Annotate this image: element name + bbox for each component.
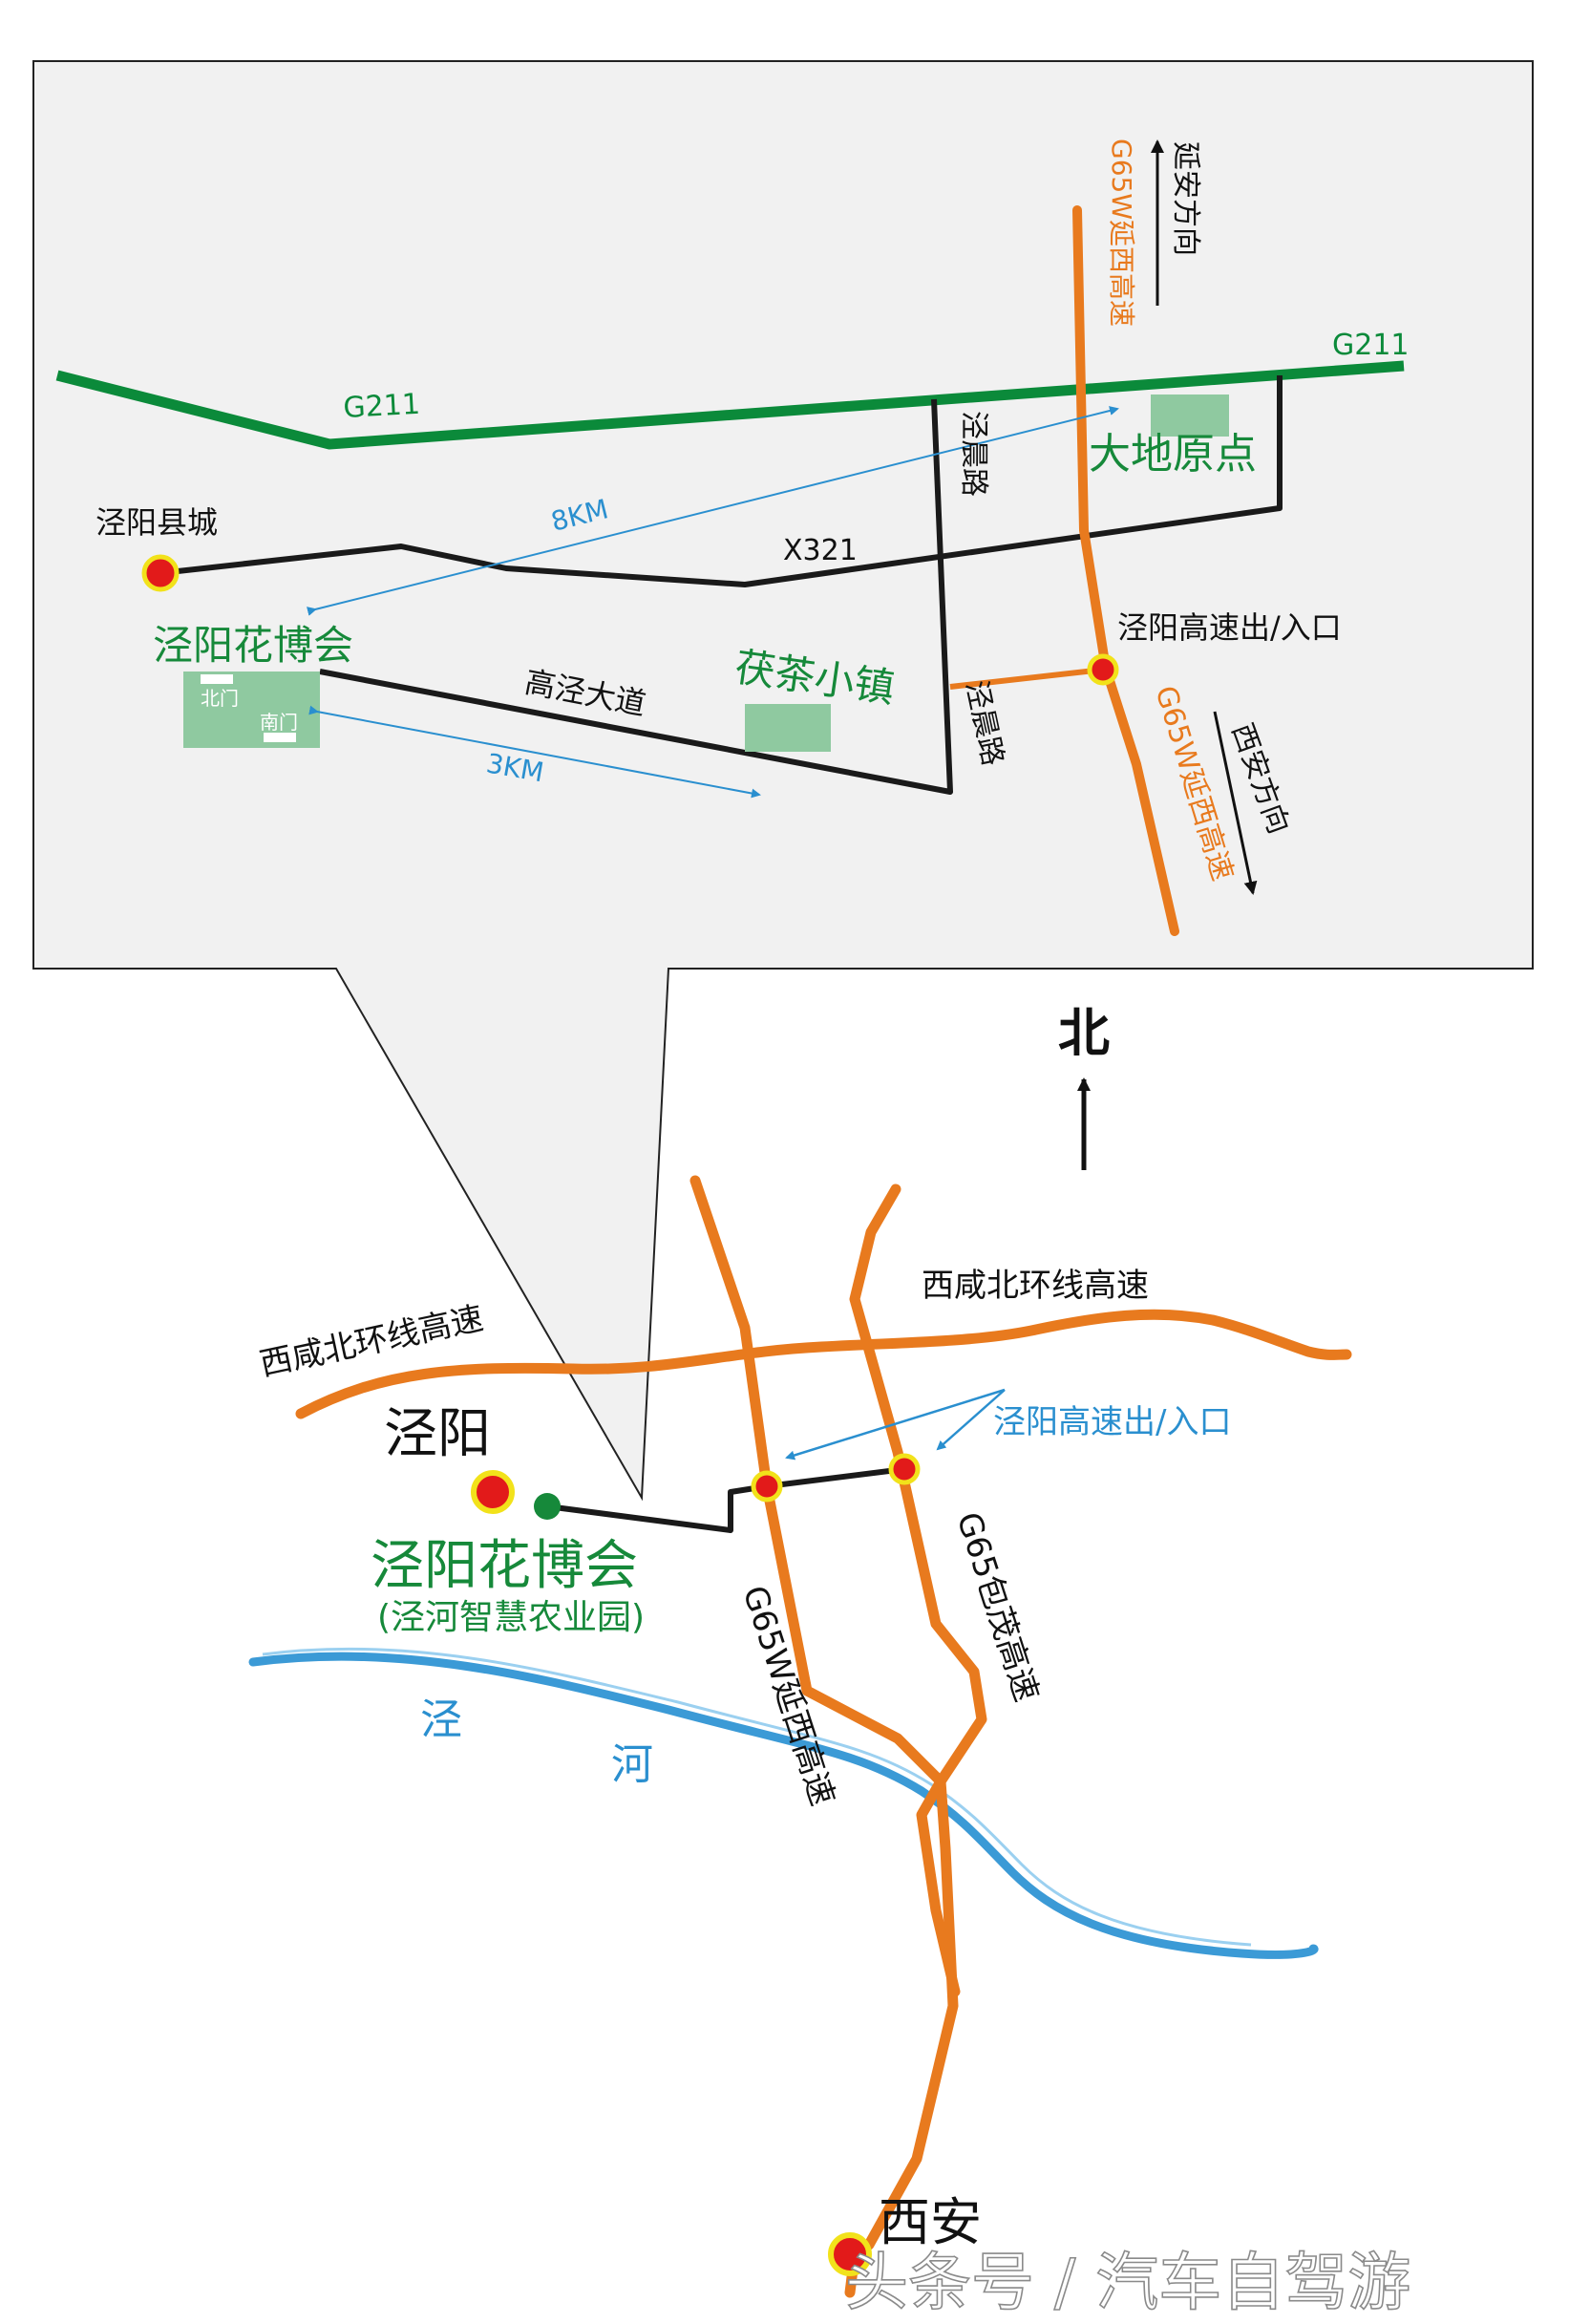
river-label-he: 河 — [611, 1740, 653, 1789]
g65-label: G65包茂高速 — [948, 1507, 1046, 1706]
xian-direction-arrow — [1213, 711, 1258, 895]
exits-label: 泾阳高速出/入口 — [993, 1403, 1231, 1441]
expo-sub-label: (泾河智慧农业园) — [377, 1598, 645, 1637]
jingyang-county-marker — [141, 554, 180, 592]
north-gate-marker — [201, 674, 233, 684]
north-label: 北 — [1058, 1003, 1110, 1063]
watermark: 头条号 / 汽车自驾游 — [845, 2246, 1410, 2319]
ring-expressway — [295, 1309, 1352, 1419]
flower-expo-label: 泾阳花博会 — [153, 622, 353, 669]
g211-left-label: G211 — [343, 388, 421, 425]
expo-marker — [534, 1493, 561, 1520]
distance-3km-arrow — [308, 705, 761, 799]
xian-label: 西安 — [879, 2192, 982, 2252]
xian-marker — [828, 2232, 872, 2276]
callout-shape — [32, 60, 1534, 1502]
south-gate-label: 南门 — [260, 711, 298, 734]
exit-connector-road — [949, 667, 1104, 690]
jingyang-label: 泾阳 — [384, 1403, 491, 1465]
inset-panel — [32, 60, 1534, 1502]
exit-arrow-right — [936, 1389, 1006, 1451]
g65-main-road — [849, 1183, 987, 1997]
inset-exit-marker — [1087, 653, 1119, 686]
expo-access-road — [546, 1466, 905, 1533]
dadi-origin-area — [1151, 394, 1229, 437]
x321-label: X321 — [783, 534, 858, 567]
jingchen-road-upper-label: 泾晨路 — [957, 411, 990, 497]
exit-g65w-marker — [751, 1470, 783, 1503]
north-gate-label: 北门 — [201, 687, 239, 710]
g65w-upper-label: G65W延西高速 — [1106, 139, 1137, 327]
dadi-origin-label: 大地原点 — [1089, 430, 1257, 479]
jing-river-ripple — [262, 1647, 1252, 1947]
inset-exit-label: 泾阳高速出/入口 — [1117, 609, 1342, 646]
jingyang-county-label: 泾阳县城 — [95, 504, 218, 541]
flower-expo-area — [183, 672, 320, 748]
exit-g65-marker — [888, 1453, 921, 1485]
g211-right-label: G211 — [1332, 329, 1410, 362]
expo-label: 泾阳花博会 — [371, 1535, 638, 1597]
fucha-town-area — [745, 704, 831, 752]
exit-arrow-left — [785, 1388, 1006, 1460]
jingyang-marker — [471, 1470, 515, 1514]
yanan-direction-label: 延安方向 — [1169, 141, 1202, 256]
ring-right-label: 西咸北环线高速 — [922, 1267, 1149, 1305]
jing-river — [248, 1652, 1319, 1959]
distance-8km-arrow — [307, 406, 1119, 616]
river-label-jing: 泾 — [420, 1695, 462, 1744]
south-gate-marker — [264, 733, 296, 742]
